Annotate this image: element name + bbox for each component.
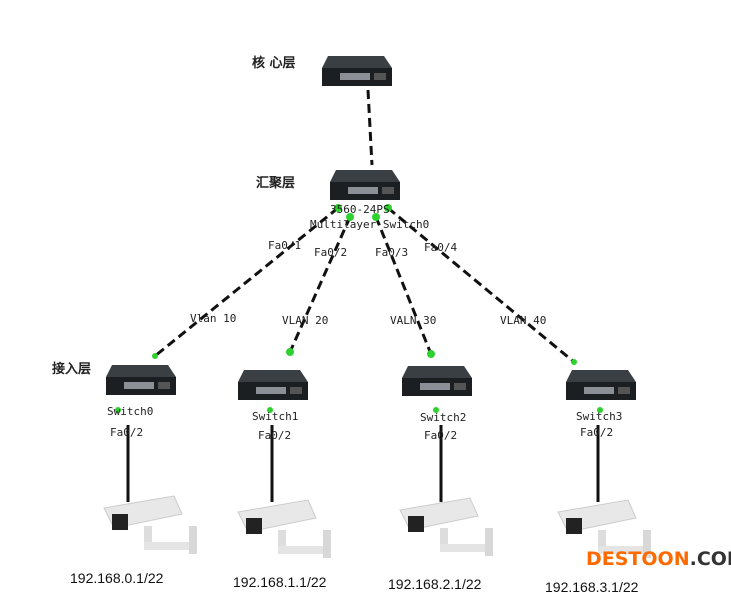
port-label: Fa0/1 <box>268 239 302 252</box>
vlan-label: Vlan 10 <box>190 312 237 325</box>
agg-switch-icon <box>330 170 400 200</box>
ip-label: 192.168.0.1/22 <box>70 570 164 586</box>
link-vlan40 <box>387 206 575 364</box>
port-label: Fa0/2 <box>314 246 348 259</box>
vlan-label: VLAN 20 <box>282 314 329 327</box>
ip-label: 192.168.1.1/22 <box>233 574 327 590</box>
switch-icon <box>402 366 472 396</box>
switch-icon <box>238 370 308 400</box>
port-dot <box>384 204 392 212</box>
camera-icon <box>399 497 494 557</box>
port-dot <box>267 407 273 413</box>
port-label: Fa0/4 <box>424 241 458 254</box>
watermark-brand: DESTOON <box>586 548 690 570</box>
watermark-suffix: .COM <box>689 548 731 570</box>
ip-label: 192.168.2.1/22 <box>388 576 482 592</box>
camera-icon <box>237 499 332 559</box>
camera-icon <box>103 495 198 555</box>
switch-name: Switch3 <box>576 410 623 423</box>
port-dot <box>433 407 439 413</box>
link-vlan30 <box>374 216 433 355</box>
port-label: Fa0/2 <box>258 429 292 442</box>
core-switch-icon <box>322 56 392 86</box>
access-layer-label: 接入层 <box>52 362 92 377</box>
switch-name: Switch1 <box>252 410 299 423</box>
port-dot <box>115 407 121 413</box>
port-dot <box>427 350 435 358</box>
port-label: Fa0/3 <box>375 246 409 259</box>
port-dot <box>286 348 294 356</box>
watermark: DESTOON.COM <box>586 548 731 570</box>
vlan-label: VLAN 40 <box>500 314 547 327</box>
port-dot <box>597 407 603 413</box>
agg-switch-model: 3560-24PS <box>330 203 390 216</box>
switch-name: Switch0 <box>107 405 154 418</box>
aggregation-layer-label: 汇聚层 <box>256 176 296 191</box>
port-dot <box>152 353 158 359</box>
port-label: Fa0/2 <box>110 426 144 439</box>
link-vlan20 <box>288 216 352 353</box>
port-label: Fa0/2 <box>580 426 614 439</box>
link-vlan10 <box>154 206 339 358</box>
switch-icon <box>106 365 176 395</box>
port-dot <box>571 359 577 365</box>
ip-label: 192.168.3.1/22 <box>545 579 639 595</box>
port-dot <box>372 213 380 221</box>
port-label: Fa0/2 <box>424 429 458 442</box>
switch-icon <box>566 370 636 400</box>
switch-name: Switch2 <box>420 411 467 424</box>
agg-switch-name: Multilayer Switch0 <box>310 218 430 231</box>
vlan-label: VALN 30 <box>390 314 437 327</box>
port-dot <box>346 213 354 221</box>
core-layer-label: 核 心层 <box>252 56 296 71</box>
port-dot <box>334 204 342 212</box>
core-agg-link <box>366 89 374 166</box>
